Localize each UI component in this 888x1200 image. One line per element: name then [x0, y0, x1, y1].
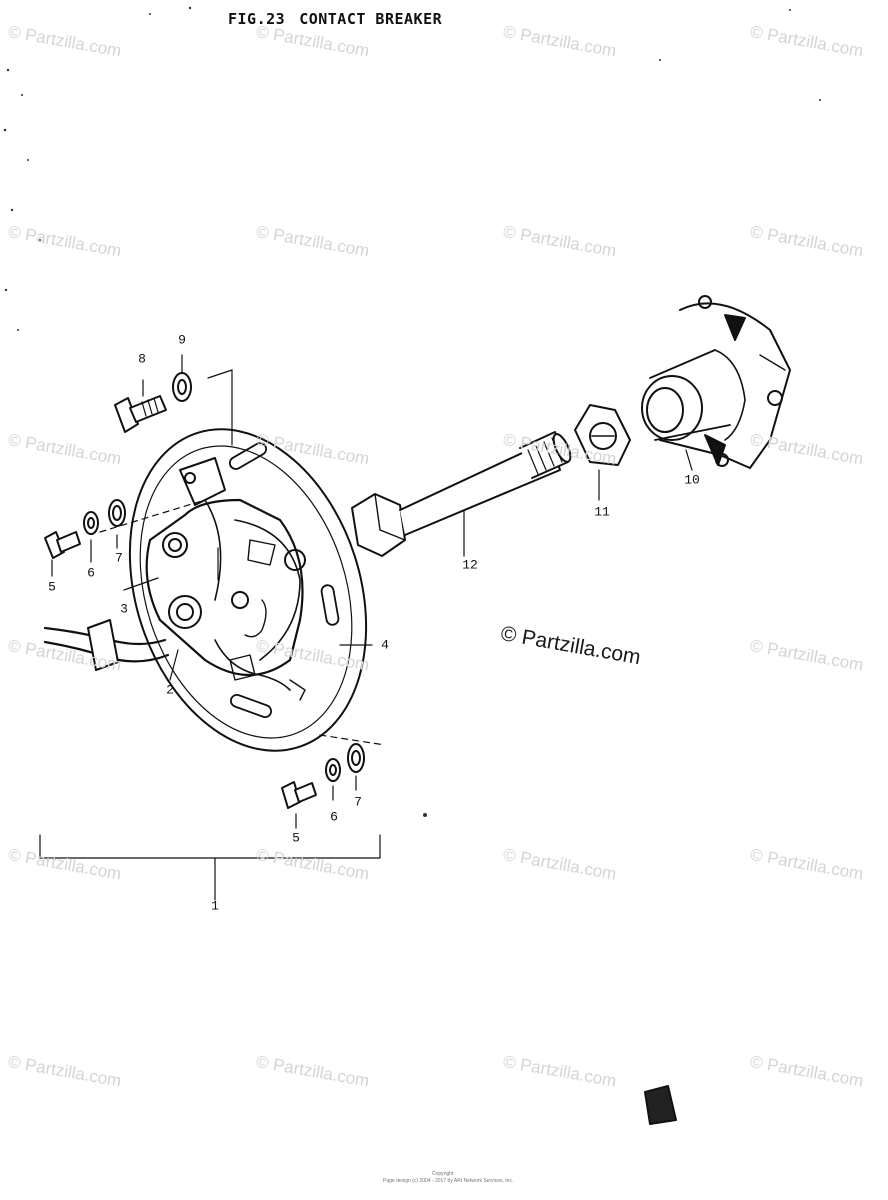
callout-8: 8: [138, 351, 146, 367]
callout-10: 10: [684, 472, 700, 488]
figure-title: FIG.23 CONTACT BREAKER: [228, 10, 442, 28]
callout-3: 3: [120, 601, 128, 617]
screw-5-bottom: [281, 781, 317, 809]
callout-6: 6: [330, 809, 338, 825]
callout-5: 5: [48, 579, 56, 595]
footer-credit: Page design (c) 2004 - 2017 by ARI Netwo…: [383, 1178, 514, 1184]
callout-6: 6: [87, 565, 95, 581]
scan-noise: [3, 6, 821, 817]
figure-number: FIG.23: [228, 10, 286, 28]
washer-9: [172, 372, 192, 402]
corner-tag: [644, 1085, 677, 1125]
footer-copyright: Copyright: [432, 1171, 454, 1177]
washer-6-bottom: [325, 758, 341, 782]
callout-5: 5: [292, 830, 300, 846]
washer-7-left: [108, 499, 126, 527]
lead-wire: [43, 619, 170, 671]
callout-12: 12: [462, 557, 478, 573]
callout-2: 2: [166, 682, 174, 698]
callout-7: 7: [115, 550, 123, 566]
screw-5-left: [44, 531, 81, 559]
callout-4: 4: [381, 637, 389, 653]
callout-11: 11: [594, 504, 610, 520]
callout-9: 9: [178, 332, 186, 348]
governor-10: [641, 295, 791, 469]
washer-6-left: [83, 511, 99, 535]
screw-8: [114, 395, 167, 433]
shaft-bolt-12: [351, 431, 572, 557]
figure-name: CONTACT BREAKER: [299, 10, 443, 28]
washer-7-bottom: [347, 743, 365, 773]
breaker-plate: [128, 428, 368, 752]
leader-lines: [39, 354, 693, 901]
nut-11: [574, 404, 631, 466]
callout-1: 1: [211, 898, 219, 914]
callout-7: 7: [354, 794, 362, 810]
